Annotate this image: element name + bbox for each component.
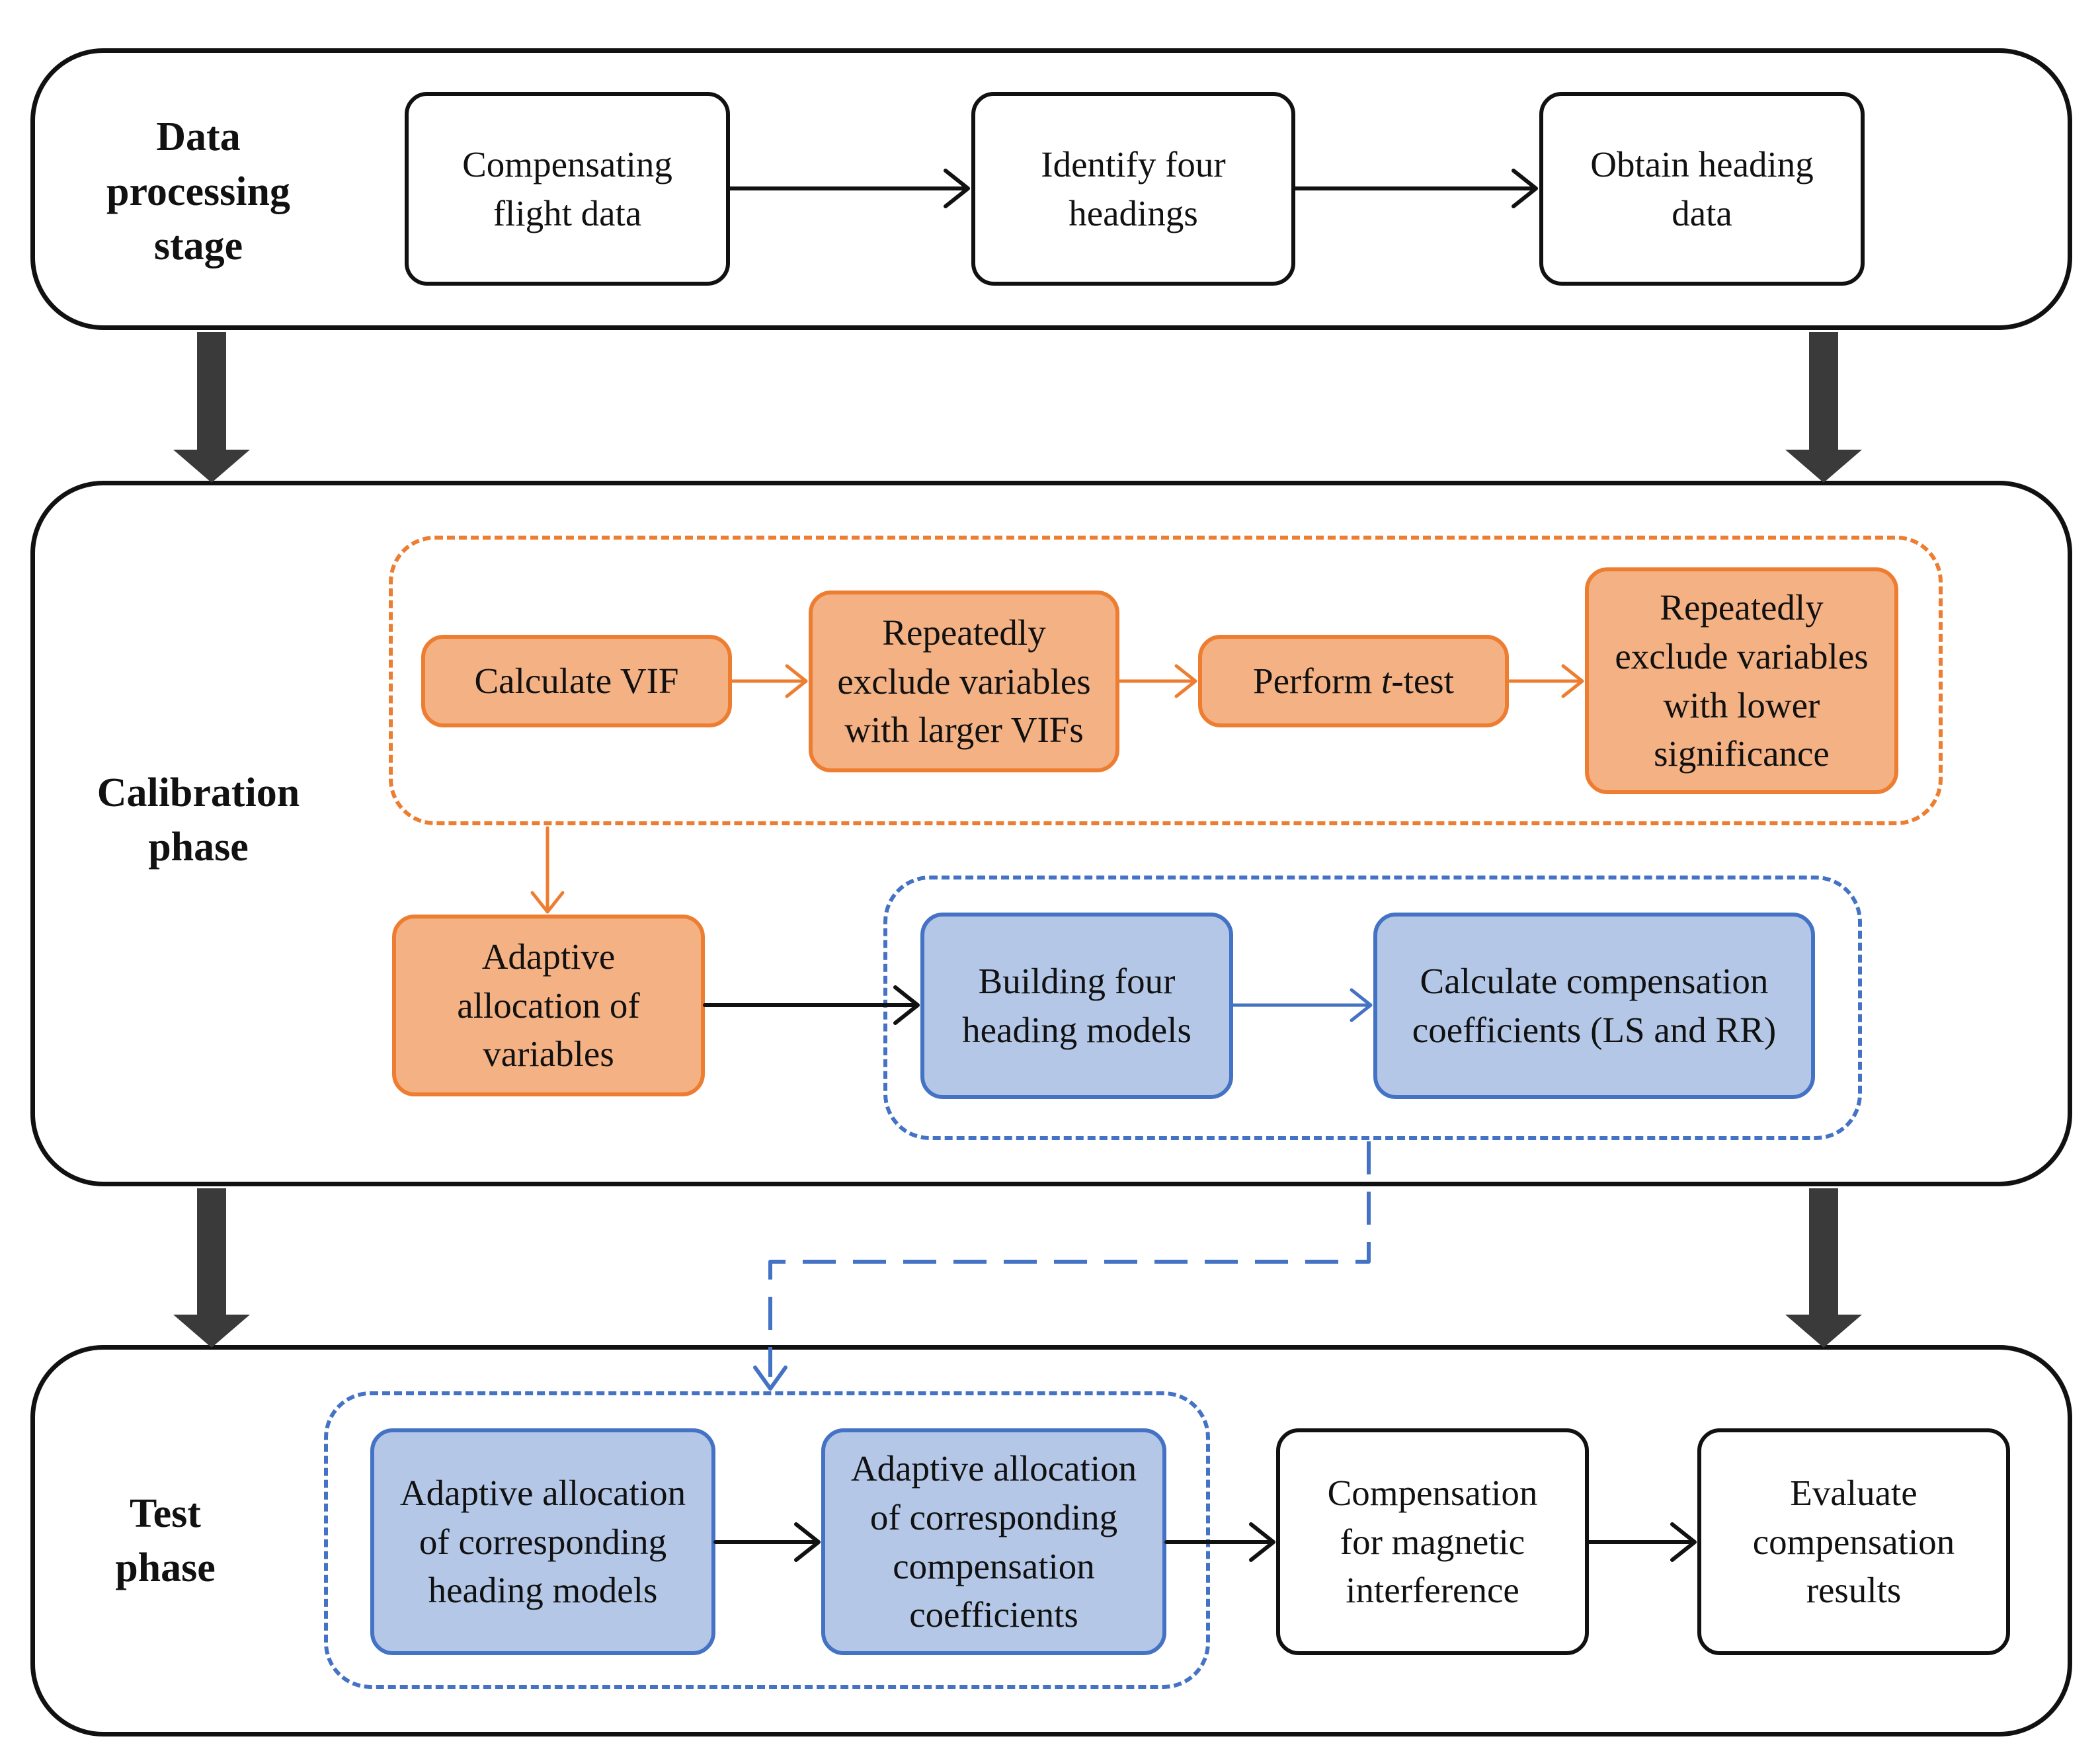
perform-t-test-italic: t [1381,661,1392,702]
arrow-coefficients-to-compensation [1164,1522,1275,1562]
obtain-heading-data-box: Obtain heading data [1539,92,1865,286]
dashed-connector-calibration-to-test [768,1141,1371,1377]
arrow-exclude-vifs-to-t-test [1117,664,1197,698]
calibration-phase-label: Calibration phase [97,770,300,870]
arrow-selection-to-allocation [530,826,565,914]
perform-t-test-prefix: Perform [1253,661,1381,702]
test-phase-label: Test phase [115,1491,216,1590]
evaluate-compensation-results-box: Evaluate compensation results [1697,1428,2010,1655]
calculate-vif-box: Calculate VIF [421,635,732,727]
phase-arrow-left-1 [173,332,250,483]
allocation-compensation-coefficients-box: Adaptive allocation of corresponding com… [821,1428,1166,1655]
calibration-models-group [883,876,1862,1140]
arrow-flight-to-headings [728,169,970,208]
calculate-compensation-coefficients-box: Calculate compensation coefficients (LS … [1373,913,1815,1099]
arrow-headings-to-heading-data [1293,169,1538,208]
data-processing-stage-label: Data processing stage [106,114,290,269]
arrow-t-test-to-exclude-significance [1507,664,1584,698]
perform-t-test-suffix: -test [1391,661,1454,702]
arrow-compensation-to-evaluate [1587,1522,1697,1562]
compensation-magnetic-interference-box: Compensation for magnetic interference [1276,1428,1589,1655]
arrow-vif-to-exclude-vifs [730,664,808,698]
building-four-heading-models-box: Building four heading models [920,913,1233,1099]
identify-four-headings-box: Identify four headings [971,92,1295,286]
phase-arrow-right-2 [1785,1188,1862,1348]
adaptive-allocation-variables-box: Adaptive allocation of variables [392,915,705,1096]
exclude-larger-vifs-box: Repeatedly exclude variables with larger… [809,591,1119,772]
allocation-heading-models-box: Adaptive allocation of corresponding hea… [370,1428,715,1655]
exclude-lower-significance-box: Repeatedly exclude variables with lower … [1585,567,1898,794]
arrow-allocation-to-building-models [703,985,920,1025]
phase-arrow-right-1 [1785,332,1862,483]
perform-t-test-box: Perform t-test [1198,635,1509,727]
phase-arrow-left-2 [173,1188,250,1348]
dashed-connector-arrowhead [753,1366,788,1391]
arrow-building-to-coefficients [1231,988,1373,1022]
variable-selection-group [389,536,1943,825]
compensating-flight-data-box: Compensating flight data [405,92,730,286]
arrow-heading-models-to-coefficients [713,1522,821,1562]
